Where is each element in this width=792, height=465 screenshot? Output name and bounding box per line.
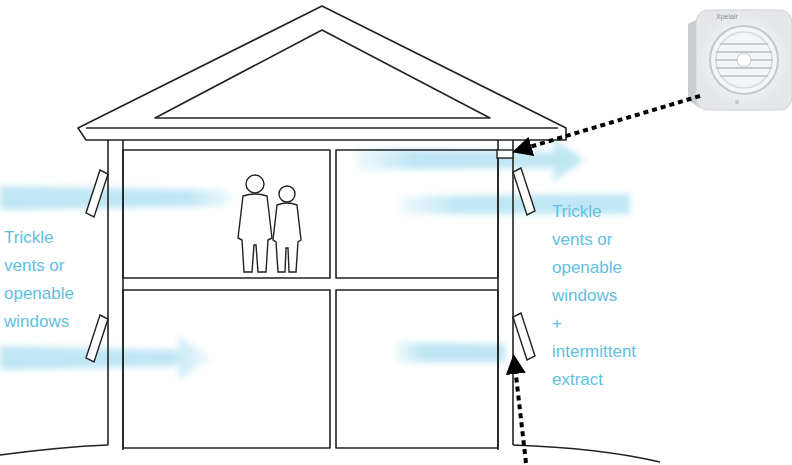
people-figures: [238, 175, 301, 272]
vent-label: Trickle vents or openable windows: [4, 224, 84, 336]
pointer-lines: [514, 96, 700, 463]
brand-label: Xpelair: [716, 12, 756, 21]
vent-label: Trickle vents or openable windows: [552, 198, 634, 310]
extract-label: intermittent extract: [552, 338, 652, 394]
airflow-arrows: [0, 138, 630, 380]
plus-label: +: [552, 310, 634, 338]
extract-fan: [688, 10, 792, 110]
window-symbols: [86, 150, 535, 362]
house-outline: [0, 6, 660, 462]
